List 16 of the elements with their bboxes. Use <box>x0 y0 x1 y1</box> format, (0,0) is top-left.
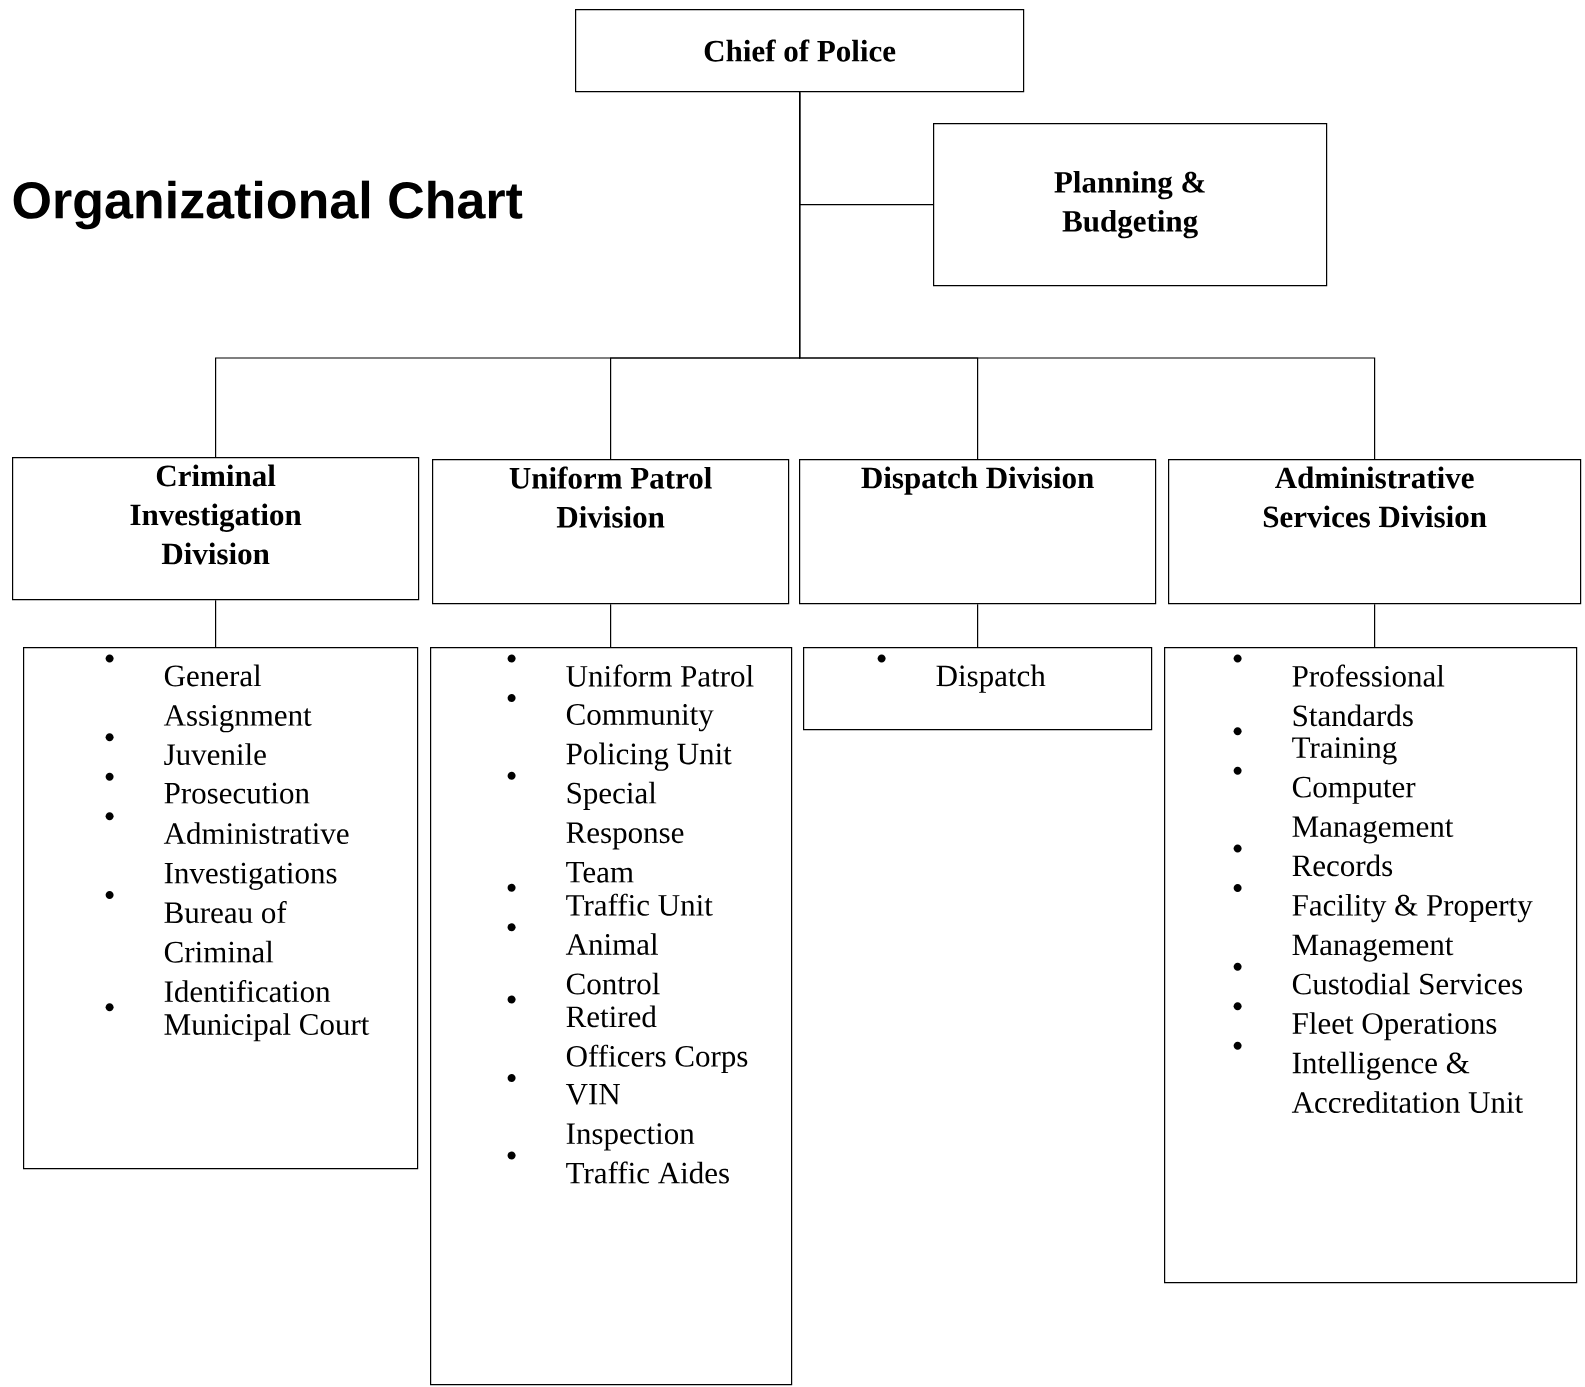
unit-list-box: General Assignment Juvenile Prosecution Administrative Investigations Bureau of Criminal Identification Municipal Court <box>23 647 419 1170</box>
unit-list-box: Uniform Patrol Community Policing Unit Special Response Team Traffic Unit Animal Control Retired Officers Corps VIN Inspection Traffic Aides <box>430 647 793 1386</box>
title-box: Planning & Budgeting <box>933 123 1328 287</box>
unit-list-box: Dispatch <box>803 647 1153 731</box>
unit-list-box: Professional Standards Training Computer Management Records Facility & Property Management Custodial Services Fleet Operations Intelligence & Accreditation Unit <box>1164 647 1578 1284</box>
division-box: Administrative Services Division <box>1168 459 1582 605</box>
connector-line <box>215 599 217 648</box>
title-box: Chief of Police <box>575 9 1025 93</box>
connector-line <box>1374 603 1376 648</box>
division-box: Dispatch Division <box>799 459 1157 605</box>
division-box: Uniform Patrol Division <box>432 459 790 605</box>
connector-line <box>610 603 612 648</box>
connector-line <box>977 603 979 648</box>
connector-line <box>799 91 1376 460</box>
chart-title: Organizational Chart <box>13 180 523 230</box>
division-box: Criminal Investigation Division <box>12 457 420 601</box>
